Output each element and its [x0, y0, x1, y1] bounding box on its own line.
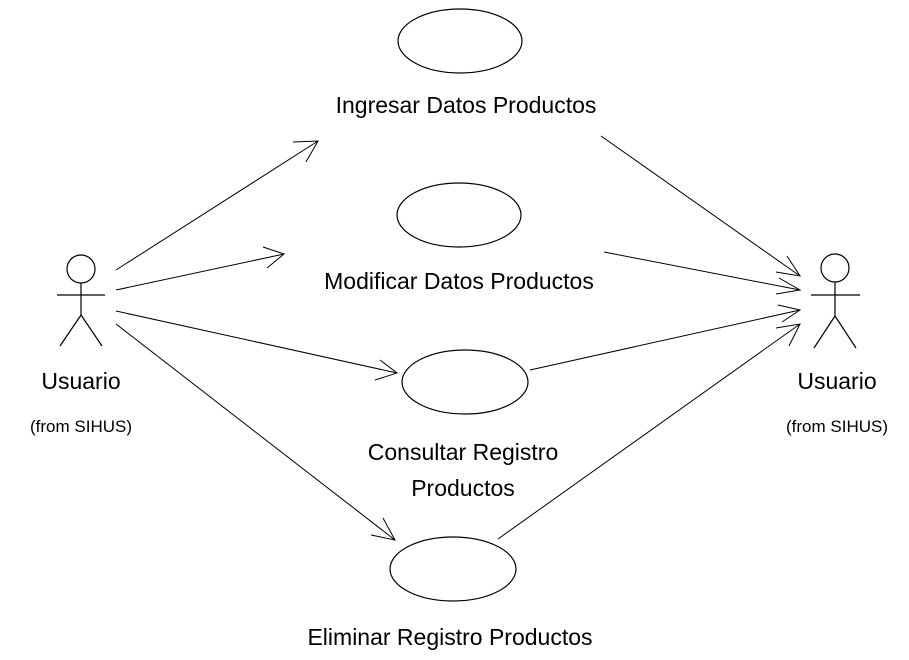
actor-left-leg-right: [80, 314, 103, 347]
use-case-ingresar[interactable]: Ingresar Datos Productos: [336, 8, 597, 118]
arrowhead: [374, 359, 399, 381]
association-modificar-right[interactable]: [603, 251, 802, 295]
actor-right-name: Usuario: [797, 368, 876, 394]
association-left-eliminar[interactable]: [115, 323, 396, 541]
actor-left-from: (from SIHUS): [30, 417, 132, 436]
arrowhead: [775, 323, 801, 347]
arrowhead: [777, 304, 802, 323]
arrowhead: [775, 255, 802, 277]
use-case-label-line-1: Consultar Registro: [368, 439, 558, 465]
association-eliminar-right[interactable]: [497, 323, 801, 540]
association-left-modificar[interactable]: [115, 246, 286, 291]
use-case-consultar[interactable]: Consultar Registro Productos: [368, 349, 558, 501]
actor-left[interactable]: Usuario (from SIHUS): [30, 254, 132, 436]
use-case-modificar[interactable]: Modificar Datos Productos: [324, 182, 594, 294]
actor-right-head: [820, 253, 850, 283]
use-case-label-line-2: Productos: [411, 475, 515, 501]
association-left-consultar[interactable]: [115, 310, 399, 381]
association-consultar-right[interactable]: [529, 304, 802, 371]
arrowhead: [262, 246, 286, 269]
use-case-ellipse: [401, 349, 529, 415]
actor-left-head: [66, 254, 96, 284]
use-case-label: Ingresar Datos Productos: [336, 92, 597, 118]
actor-right-from: (from SIHUS): [786, 417, 888, 436]
actor-right[interactable]: Usuario (from SIHUS): [786, 253, 888, 436]
use-case-ellipse: [389, 536, 517, 602]
actor-left-leg-left: [59, 314, 82, 347]
arrowhead: [370, 517, 396, 541]
actor-right-leg-right: [834, 315, 857, 349]
actor-left-name: Usuario: [41, 368, 120, 394]
use-case-ellipse: [396, 182, 522, 248]
arrowhead: [292, 140, 319, 163]
actor-right-leg-left: [813, 315, 836, 349]
use-case-ellipse: [397, 8, 523, 74]
use-case-label: Eliminar Registro Productos: [307, 624, 592, 650]
use-case-eliminar[interactable]: Eliminar Registro Productos: [307, 536, 593, 650]
arrowhead: [775, 277, 802, 295]
association-left-ingresar[interactable]: [115, 140, 319, 271]
use-case-label: Modificar Datos Productos: [324, 268, 594, 294]
association-ingresar-right[interactable]: [600, 135, 802, 277]
